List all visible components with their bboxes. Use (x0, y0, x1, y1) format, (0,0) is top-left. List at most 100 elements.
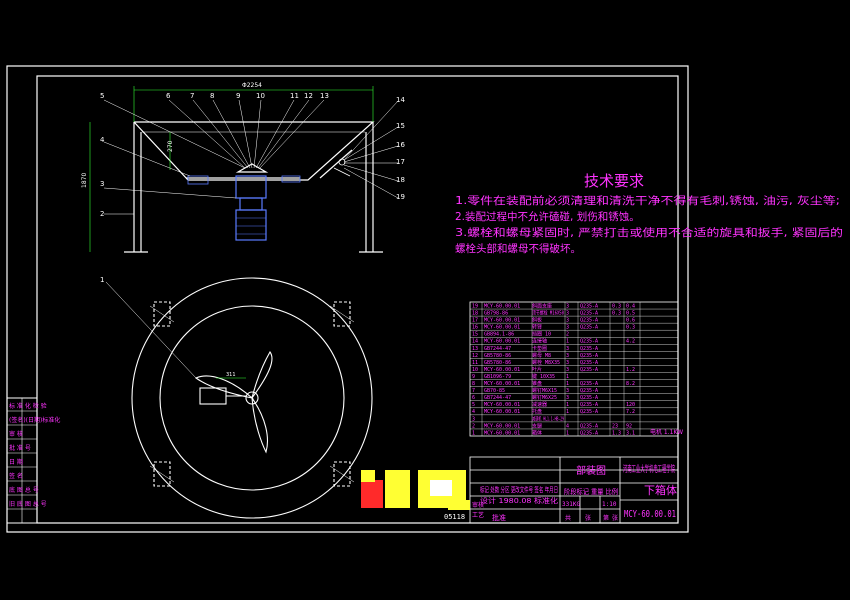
bom-cell-mat: Q235-A (580, 367, 598, 373)
bom-cell-code: MCY-60.00.01 (484, 339, 520, 345)
dimension-overall-width: Φ2254 (242, 82, 262, 89)
outer-border (6, 65, 689, 533)
bom-cell-code: GB5780-86 (484, 360, 511, 366)
revision-label-6: 底 图 总 号 (9, 486, 39, 494)
bom-cell-code: GB70-85 (484, 388, 505, 394)
bom-cell-no: 9 (472, 374, 475, 380)
bom-cell-qty: 1 (566, 409, 569, 415)
bom-cell-qty: 1 (566, 430, 569, 436)
balloon-11: 11 (290, 92, 299, 100)
bom-cell-name: 转臂 (532, 324, 542, 331)
bom-cell-qty: 3 (566, 395, 569, 401)
bom-cell-no: 15 (472, 332, 478, 338)
bom-cell-code: GB894.1-86 (484, 332, 514, 338)
revision-label-7: 旧 底 图 总 号 (9, 500, 47, 508)
bom-cell-no: 7 (472, 388, 475, 394)
bom-cell-no: 8 (472, 381, 475, 387)
balloon-12: 12 (304, 92, 313, 100)
balloon-3: 3 (100, 180, 104, 188)
bom-cell-code: GB798-86 (484, 311, 508, 317)
front-view-dimensions (89, 86, 374, 252)
balloon-8: 8 (210, 92, 214, 100)
bom-cell-mat: Q235-A (580, 381, 598, 387)
bom-cell-code: GB5780-86 (484, 353, 511, 359)
bom-cell-w2: 1.2 (626, 367, 635, 373)
bom-cell-qty: 3 (566, 388, 569, 394)
bom-cell-qty: 3 (566, 346, 569, 352)
bom-cell-qty: 4 (566, 423, 569, 429)
bom-cell-w2: 120 (626, 402, 635, 408)
reducer-body (235, 175, 267, 199)
part-name: 下箱体 (644, 483, 677, 497)
bom-cell-qty: 1 (566, 402, 569, 408)
bom-cell-w2: 0.6 (626, 318, 635, 324)
bom-cell-mat: Q235-A (580, 318, 598, 324)
bom-cell-code: MCY-60.00.01 (484, 325, 520, 331)
revision-label-0: 标 准 化 检 验 (9, 402, 47, 410)
requirement-1: 1.零件在装配前必须清理和清洗干净不得有毛刺,锈蚀, 油污, 灰尘等; (455, 194, 840, 207)
dimension-offset: 311 (226, 372, 236, 378)
left-revision-strip: 标 准 化 检 验 (签名)(日期)标准化 审 核 批 准 号 日 期 签 名 … (7, 397, 60, 524)
balloon-7: 7 (190, 92, 194, 100)
school-name: 河南工业大学机电工程学院 (623, 463, 675, 475)
bom-cell-code: MCY-60.00.01 (484, 367, 520, 373)
sheet-label-1: 张 (585, 514, 591, 522)
sheet-label-3: 张 (612, 514, 618, 522)
bom-cell-no: 2 (472, 423, 475, 429)
front-view (124, 121, 383, 253)
bom-cell-mat: Q235-A (580, 430, 598, 436)
balloon-18: 18 (396, 176, 405, 184)
bom-cell-code: MCY-60.00.01 (484, 430, 520, 436)
balloon-16: 16 (396, 141, 405, 149)
bom-cell-code: MCY-60.00.01 (484, 409, 520, 415)
bom-cell-name: 托盘 (532, 408, 542, 415)
dimension-overall-height: 1870 (81, 173, 88, 188)
bom-cell-no: 11 (472, 360, 478, 366)
balloon-1: 1 (100, 276, 104, 284)
bom-cell-code: GB7244-47 (484, 395, 511, 401)
balloon-10: 10 (256, 92, 265, 100)
dimension-cone-height: 270 (167, 140, 174, 152)
inner-border (36, 75, 679, 524)
bom-cell-mat: Q235-A (580, 409, 598, 415)
bom-cell-code: MCY-60.00.01 (484, 318, 520, 324)
bom-cell-name: 挡圈 10 (532, 331, 551, 338)
bom-cell-code: GB7244-47 (484, 346, 511, 352)
bom-cell-mat: Q235-A (580, 303, 598, 309)
bom-cell-w1: 0.3 (612, 303, 621, 309)
title-process-line: 工艺 (472, 511, 484, 519)
bom-cell-no: 17 (472, 318, 478, 324)
balloon-19: 19 (396, 193, 405, 201)
requirement-2: 2.装配过程中不允许磕碰, 划伤和锈蚀。 (455, 210, 640, 223)
inner-housing-circle (159, 305, 345, 491)
bom-cell-qty: 3 (566, 360, 569, 366)
bom-cell-name: 减速器 (532, 401, 547, 408)
bom-cell-mat: Q235-A (580, 325, 598, 331)
revision-label-2: 审 核 (9, 430, 23, 438)
balloon-5: 5 (100, 92, 104, 100)
bom-cell-name: 卡垫圈 (532, 345, 547, 352)
assembly-label: 部装图 (576, 464, 606, 477)
bom-cell-no: 6 (472, 395, 475, 401)
bom-cell-mat: Q235-A (580, 353, 598, 359)
bom-cell-w2: 3.1 (626, 430, 635, 436)
motor-body (235, 209, 267, 241)
bom-cell-no: 13 (472, 346, 478, 352)
bom-cell-qty: 1 (566, 381, 569, 387)
drawing-number: MCY-60.00.01 (624, 509, 676, 520)
bom-cell-qty: 3 (566, 303, 569, 309)
bom-cell-qty: 3 (566, 325, 569, 331)
bom-cell-w2: 4.2 (626, 339, 635, 345)
bom-cell-w2: 0.3 (626, 325, 635, 331)
bom-cell-w2: 8.2 (626, 381, 635, 387)
bom-cell-name: 锥盘 (532, 380, 542, 387)
bom-cell-no: 5 (472, 402, 475, 408)
title-design-line: 设计 1980.08 标准化 (480, 496, 558, 505)
bom-cell-qty: 2 (566, 332, 569, 338)
bom-cell-qty: 3 (566, 353, 569, 359)
title-weight: 331KG (562, 501, 580, 508)
bom-cell-w2: 92 (626, 423, 632, 429)
bom-cell-qty: 1 (566, 374, 569, 380)
bom-cell-name: 箱体 (532, 429, 542, 436)
